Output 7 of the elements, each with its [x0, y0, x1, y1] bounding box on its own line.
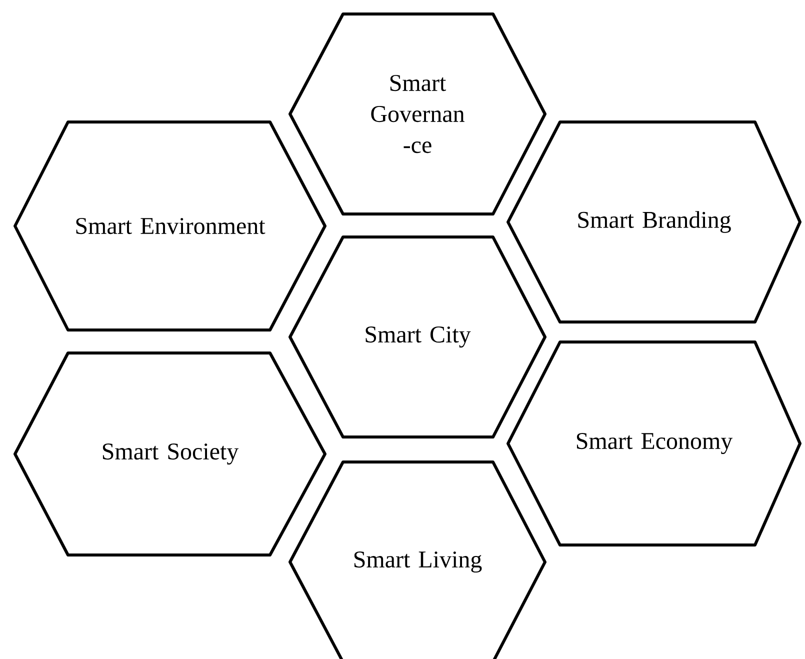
- hexagon: Smart Branding: [506, 120, 802, 324]
- hexagon: Smart City: [288, 236, 546, 438]
- hexagon: Smart Economy: [506, 340, 802, 546]
- hexagon: Smart Governan -ce: [288, 12, 546, 216]
- hexagon: Smart Living: [288, 460, 546, 659]
- hexagon: Smart Society: [14, 352, 326, 556]
- hexagon: Smart Environment: [14, 120, 326, 332]
